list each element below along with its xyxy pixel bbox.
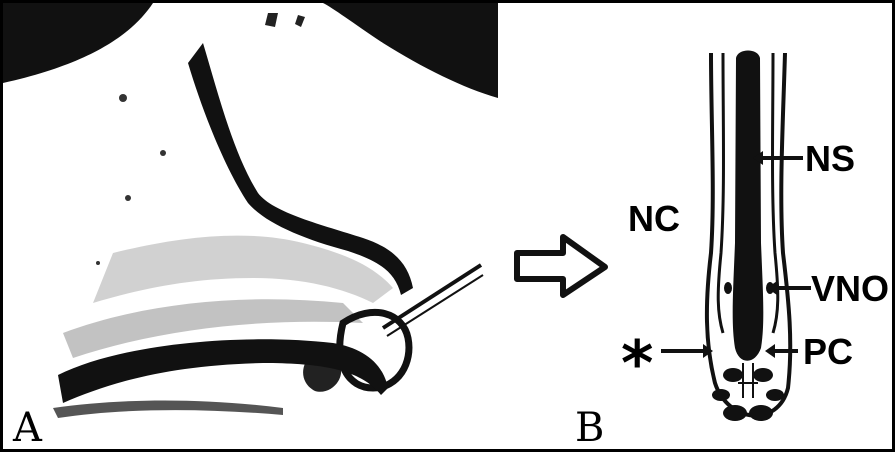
vno-left	[724, 282, 732, 294]
label-asterisk: *	[621, 333, 653, 395]
panel-a-letter: A	[13, 408, 42, 448]
label-nc: NC	[628, 201, 680, 237]
shadow-top-right	[323, 3, 498, 98]
label-pc: PC	[803, 334, 853, 370]
label-vno: VNO	[811, 271, 889, 307]
top-speckle	[265, 13, 278, 27]
panel-a-photo	[3, 3, 503, 449]
label-ns: NS	[805, 141, 855, 177]
nasal-septum	[733, 51, 764, 361]
shadow-top-left	[3, 3, 153, 83]
